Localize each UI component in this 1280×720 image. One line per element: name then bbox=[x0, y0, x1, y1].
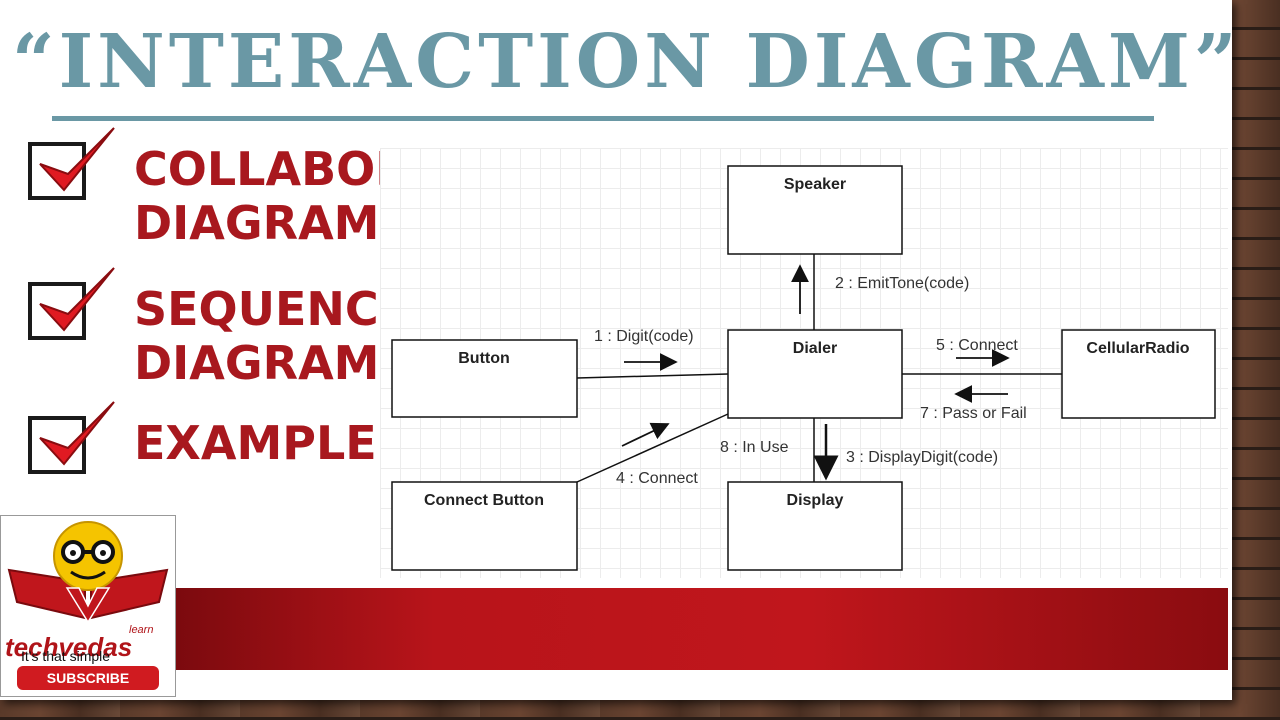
message-label-digit: 1 : Digit(code) bbox=[594, 328, 694, 345]
object-label-display: Display bbox=[787, 492, 844, 509]
object-label-speaker: Speaker bbox=[784, 176, 846, 193]
object-dialer bbox=[727, 329, 903, 419]
object-label-cellular-radio: CellularRadio bbox=[1086, 340, 1189, 357]
techvedas-logo[interactable]: techvedas learn It's that simple SUBSCRI… bbox=[0, 515, 176, 697]
checklist-label: EXAMPLES bbox=[134, 416, 410, 470]
message-label-emit-tone: 2 : EmitTone(code) bbox=[835, 275, 969, 292]
message-label-in-use: 8 : In Use bbox=[720, 439, 789, 456]
logo-brand: techvedas bbox=[5, 632, 133, 662]
object-cellular-radio bbox=[1061, 329, 1216, 419]
object-label-connect-button: Connect Button bbox=[424, 492, 544, 509]
message-label-connect-radio: 5 : Connect bbox=[936, 337, 1018, 354]
object-label-button: Button bbox=[458, 350, 510, 367]
title-underline bbox=[52, 116, 1154, 121]
logo-learn: learn bbox=[129, 624, 154, 636]
object-speaker bbox=[727, 165, 903, 255]
checklist-label-line: SEQUENCE bbox=[134, 282, 411, 336]
object-display bbox=[727, 481, 903, 571]
link-button-dialer bbox=[576, 373, 729, 379]
footer-red-band bbox=[170, 588, 1228, 670]
red-checkmark-icon bbox=[39, 267, 115, 332]
collaboration-diagram: Speaker Button Dialer CellularRadio Conn… bbox=[380, 148, 1228, 578]
smiley-reader-icon bbox=[7, 521, 169, 624]
link-connect-dialer bbox=[576, 413, 729, 483]
red-checkmark-icon bbox=[39, 401, 115, 466]
slide-title: “INTERACTION DIAGRAM” bbox=[12, 19, 1241, 105]
checklist-label: SEQUENCE DIAGRAM bbox=[134, 282, 410, 390]
checklist-label-line: DIAGRAM bbox=[134, 196, 380, 250]
checklist-label-line: DIAGRAM bbox=[134, 336, 380, 390]
arrow-connect-button bbox=[621, 422, 670, 447]
object-label-dialer: Dialer bbox=[793, 340, 837, 357]
message-label-connect: 4 : Connect bbox=[616, 470, 698, 487]
diagram-canvas: Speaker Button Dialer CellularRadio Conn… bbox=[391, 165, 1216, 571]
slide: “INTERACTION DIAGRAM” COLLABORATION DIAG… bbox=[0, 0, 1241, 700]
object-connect-button bbox=[391, 481, 578, 571]
subscribe-button[interactable]: SUBSCRIBE bbox=[17, 666, 159, 690]
message-label-display-digit: 3 : DisplayDigit(code) bbox=[846, 449, 998, 466]
logo-tagline: It's that simple bbox=[21, 648, 111, 664]
checklist-label-line: EXAMPLES bbox=[134, 416, 410, 470]
object-button bbox=[391, 339, 578, 418]
red-checkmark-icon bbox=[39, 127, 115, 192]
message-label-pass-fail: 7 : Pass or Fail bbox=[920, 405, 1027, 422]
